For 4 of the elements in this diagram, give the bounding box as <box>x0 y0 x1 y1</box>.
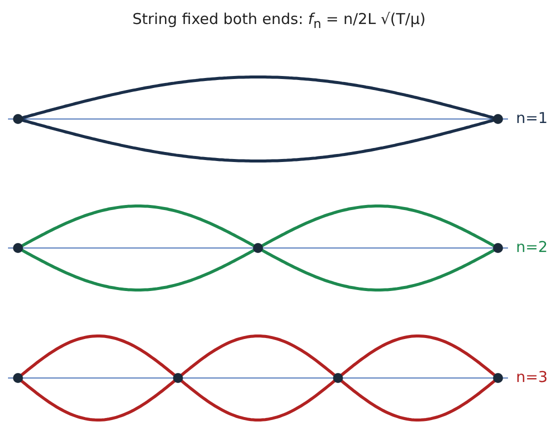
mode-label: n=3 <box>516 368 548 386</box>
title: String fixed both ends: f$_{n}$ = n/2L √(T/μ) <box>131 10 427 31</box>
mode-label: n=2 <box>516 238 548 256</box>
mode-label: n=1 <box>516 109 548 127</box>
